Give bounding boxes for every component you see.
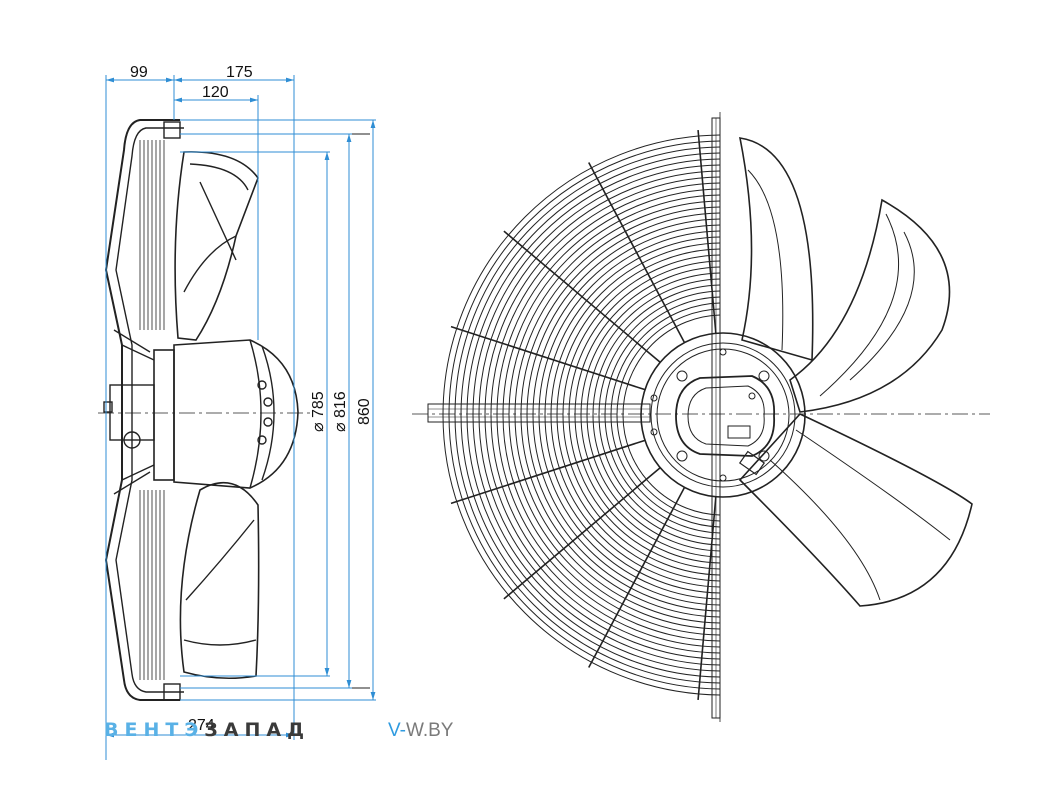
guard-spoke xyxy=(450,439,646,505)
guard-ring xyxy=(622,314,720,516)
dimension-labels: 99 175 120 274 ⌀ 785 ⌀ 816 860 xyxy=(130,64,373,734)
front-hub-plate xyxy=(675,375,775,457)
guard-ring xyxy=(562,254,720,576)
guard-spoke xyxy=(588,162,686,343)
guard-ring xyxy=(508,200,720,630)
hub-shell xyxy=(173,339,299,489)
side-view xyxy=(98,119,370,701)
guard-ring xyxy=(460,152,720,678)
guard-wires-top xyxy=(139,140,165,330)
dim-99: 99 xyxy=(130,64,148,81)
guard-ring xyxy=(472,164,720,666)
rating-label xyxy=(727,425,751,439)
guard-ring xyxy=(496,188,720,642)
brand-cross-letter: Э xyxy=(184,719,205,741)
guard-spoke xyxy=(503,467,661,600)
guard-ring xyxy=(556,248,720,582)
guard-ring xyxy=(592,284,720,546)
guard-spoke xyxy=(697,130,717,334)
mount-plate-top xyxy=(163,121,181,139)
guard-ring xyxy=(520,212,720,618)
guard-ring xyxy=(502,194,720,636)
blade-lower xyxy=(179,481,260,680)
guard-ring xyxy=(526,218,720,612)
guard-ring xyxy=(466,158,720,672)
guard-wires-bottom xyxy=(139,490,165,680)
guard-ring xyxy=(568,260,720,570)
guard-ring xyxy=(610,302,720,528)
guard-ring xyxy=(490,182,720,648)
guard-ring xyxy=(604,296,720,534)
guard-ring xyxy=(478,170,720,660)
brand-part1: ВЕНТ xyxy=(104,719,185,741)
guard-ring xyxy=(454,146,720,684)
brand-logo: ВЕНТЭЗАПАД xyxy=(104,719,310,741)
guard-ring xyxy=(544,236,720,594)
guard-ring xyxy=(514,206,720,624)
guard-ring xyxy=(574,266,720,564)
diameter-symbol-785: ⌀ xyxy=(310,422,327,432)
guard-spoke xyxy=(503,230,661,363)
guard-rings xyxy=(442,134,720,696)
cable-gland xyxy=(123,431,141,449)
blade-upper xyxy=(174,151,259,341)
guard-spoke xyxy=(450,325,646,391)
guard-ring xyxy=(532,224,720,606)
guard-frame xyxy=(104,119,180,701)
front-blade-1 xyxy=(738,137,814,362)
dim-785: 785 xyxy=(310,391,327,418)
front-view xyxy=(412,112,990,722)
dim-175: 175 xyxy=(226,64,253,81)
dim-816: 816 xyxy=(332,391,349,418)
guard-ring xyxy=(586,278,720,552)
dimension-lines xyxy=(105,75,376,760)
motor-body xyxy=(153,349,175,481)
front-blade-2 xyxy=(789,198,951,413)
guard-ring xyxy=(550,242,720,588)
guard-ring xyxy=(538,230,720,600)
front-blade-3 xyxy=(738,413,973,607)
site-part1: V- xyxy=(388,720,406,741)
guard-spoke xyxy=(697,496,717,700)
site-url[interactable]: V-W.BY xyxy=(388,720,453,742)
dim-860: 860 xyxy=(356,398,373,425)
guard-spokes xyxy=(450,130,717,700)
dim-274: 274 xyxy=(188,717,215,734)
guard-ring xyxy=(598,290,720,540)
diameter-symbol-816: ⌀ xyxy=(332,422,349,432)
dim-120: 120 xyxy=(202,84,229,101)
guard-ring xyxy=(580,272,720,558)
guard-ring xyxy=(448,140,720,690)
guard-ring xyxy=(442,134,720,696)
guard-spoke xyxy=(588,487,686,668)
mount-plate-bottom xyxy=(163,683,181,701)
front-hub-outer xyxy=(640,332,806,498)
brand-part2: ЗАПАД xyxy=(204,719,311,741)
guard-ring xyxy=(616,308,720,522)
site-part2: W.BY xyxy=(405,720,454,741)
guard-ring xyxy=(484,176,720,654)
terminal-box xyxy=(738,450,766,476)
